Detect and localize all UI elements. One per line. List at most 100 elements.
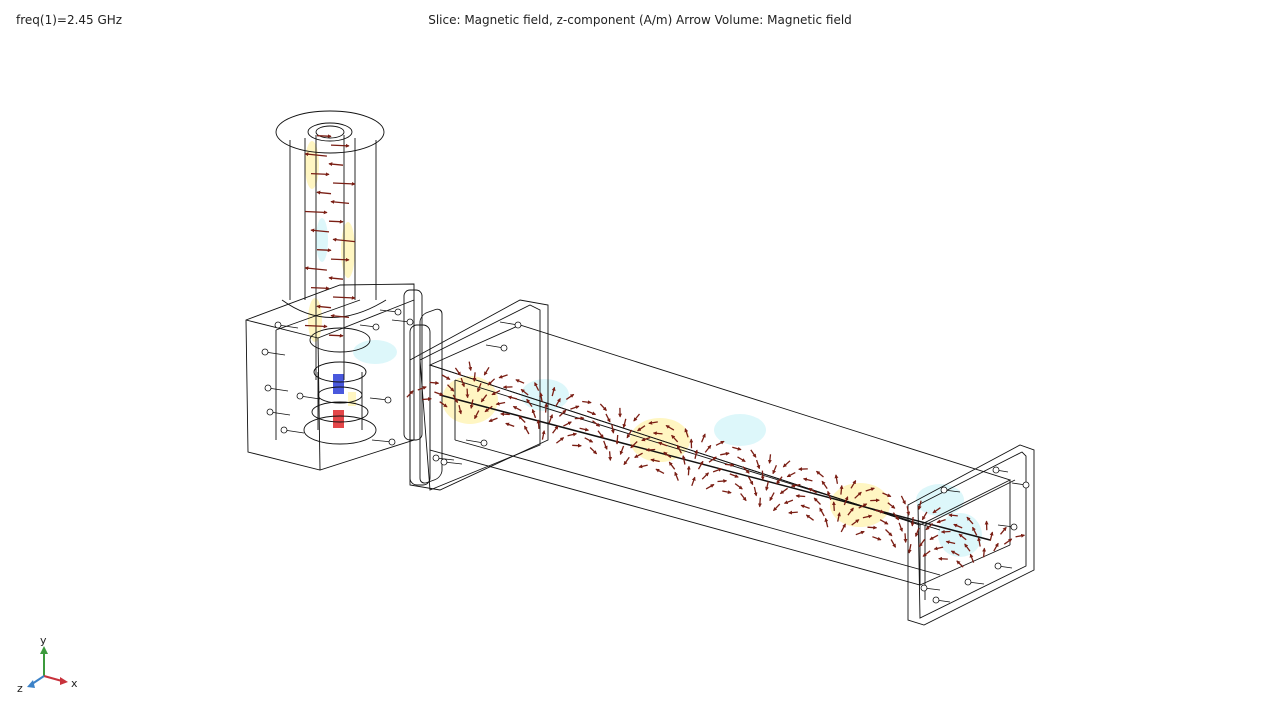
field-arrow <box>650 458 660 463</box>
field-arrow <box>701 433 706 443</box>
field-arrow <box>936 518 946 524</box>
field-arrow <box>847 507 854 516</box>
field-arrow <box>964 543 971 552</box>
field-arrow <box>663 451 672 459</box>
field-arrow <box>552 425 559 434</box>
field-arrow <box>753 486 758 497</box>
geometry-wireframe <box>245 110 1035 626</box>
field-arrow <box>454 367 462 376</box>
field-arrow <box>892 512 900 521</box>
field-arrow <box>989 531 994 541</box>
field-arrow <box>526 398 533 407</box>
field-arrow <box>993 542 999 552</box>
field-arrow <box>742 466 750 474</box>
field-arrow <box>969 553 975 563</box>
field-arrow <box>854 491 862 499</box>
field-arrow <box>316 248 332 253</box>
field-arrow <box>808 487 817 494</box>
field-arrow <box>729 473 739 478</box>
field-arrow <box>469 399 474 409</box>
field-arrow <box>837 512 841 522</box>
field-arrow <box>332 295 356 300</box>
field-arrow <box>802 477 813 482</box>
field-arrow <box>767 454 772 464</box>
field-arrow <box>474 410 480 420</box>
field-arrow <box>790 483 801 488</box>
field-arrow <box>439 401 448 408</box>
field-arrow <box>827 490 832 501</box>
flange-bolts <box>261 308 1030 604</box>
field-arrow <box>633 413 641 422</box>
field-arrow <box>330 313 350 319</box>
field-arrow <box>304 324 328 329</box>
field-arrow <box>966 516 974 525</box>
field-arrow <box>558 409 567 417</box>
field-arrow <box>555 398 561 407</box>
arrow-volume-magnetic-field <box>304 134 1026 568</box>
field-arrow <box>652 431 663 436</box>
field-arrow <box>310 172 330 177</box>
field-arrow <box>737 456 746 463</box>
field-arrow <box>839 484 844 495</box>
field-arrow <box>488 417 498 423</box>
field-arrow <box>548 414 553 424</box>
field-arrow <box>534 382 540 391</box>
field-arrow <box>765 481 769 491</box>
field-arrow <box>783 499 794 504</box>
y-axis-arrow <box>40 646 48 654</box>
field-arrow <box>851 519 860 526</box>
field-arrow <box>977 536 982 547</box>
field-arrow <box>865 487 875 492</box>
field-arrow <box>491 390 501 396</box>
field-arrow <box>648 420 658 425</box>
field-arrow <box>316 304 332 309</box>
field-arrow <box>330 199 350 205</box>
field-arrow <box>487 378 496 386</box>
field-arrow <box>720 451 730 456</box>
field-arrow <box>750 449 757 458</box>
field-arrow <box>910 516 915 527</box>
field-arrow <box>999 526 1007 535</box>
field-arrow <box>332 237 355 243</box>
field-arrow <box>498 374 508 379</box>
field-arrow <box>541 430 546 440</box>
field-arrow <box>834 474 839 484</box>
field-arrow <box>712 468 723 473</box>
field-arrow <box>671 434 679 443</box>
field-arrow <box>705 483 715 490</box>
field-arrow <box>831 501 836 511</box>
field-arrow <box>724 462 735 467</box>
field-arrow <box>304 210 328 215</box>
field-arrow <box>657 441 668 447</box>
field-arrow <box>788 510 798 515</box>
field-arrow <box>740 493 747 502</box>
z-axis-arrow <box>27 680 35 688</box>
field-arrow <box>945 540 956 545</box>
field-arrow <box>328 219 344 224</box>
field-arrow <box>316 134 332 139</box>
field-arrow <box>626 429 633 439</box>
field-arrow <box>645 447 656 452</box>
field-arrow <box>477 383 482 393</box>
field-arrow <box>563 421 572 427</box>
x-axis-line <box>43 675 63 682</box>
field-arrow <box>925 523 934 531</box>
field-arrow <box>800 504 810 510</box>
field-arrow <box>523 425 530 435</box>
field-arrow <box>422 397 432 401</box>
field-arrow <box>582 400 592 405</box>
field-arrow <box>933 546 944 551</box>
field-arrow <box>328 276 344 281</box>
y-axis-label: y <box>40 634 47 647</box>
field-arrow <box>1003 538 1013 545</box>
field-arrow <box>676 444 682 454</box>
field-arrow <box>623 456 630 466</box>
field-arrow <box>472 372 477 382</box>
field-arrow <box>704 444 712 453</box>
frequency-label: freq(1)=2.45 GHz <box>16 13 123 27</box>
field-arrow <box>732 446 742 451</box>
field-arrow <box>874 509 885 514</box>
field-arrow <box>328 333 344 338</box>
